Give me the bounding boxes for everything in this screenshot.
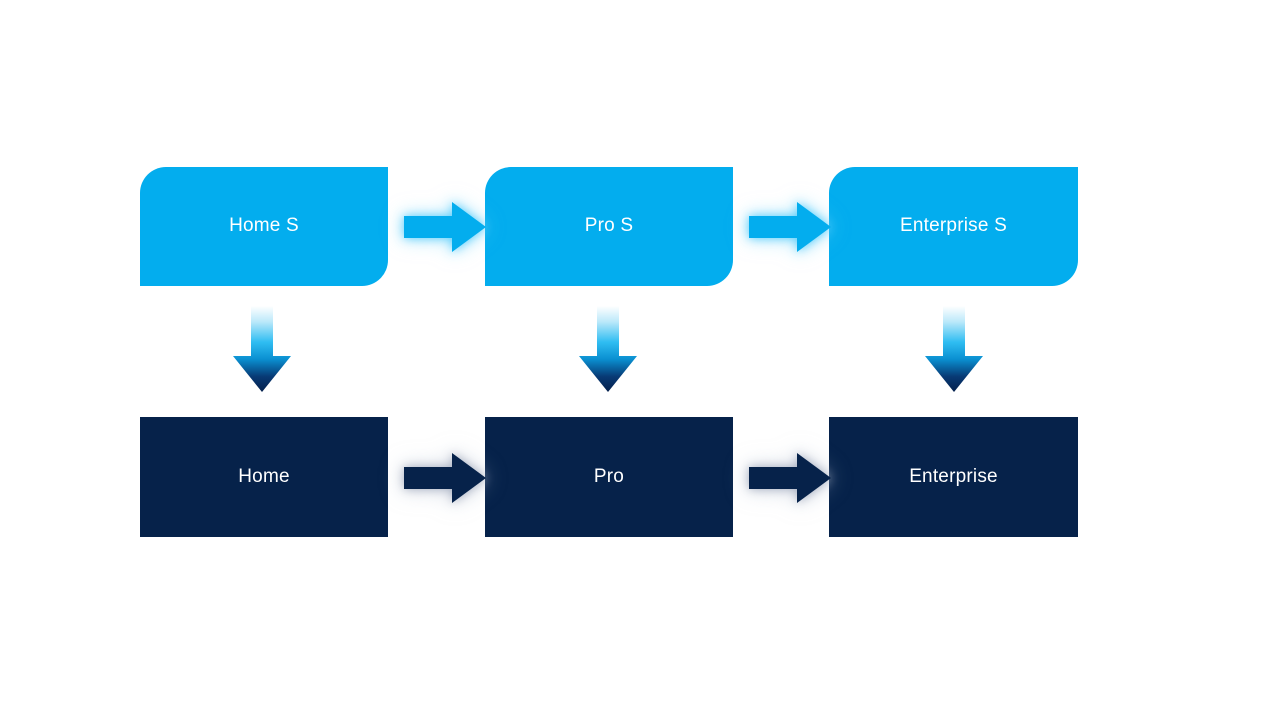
product-node-enterprise-label: Enterprise [909,465,998,487]
service-node-pro-s[interactable]: Pro S [485,167,733,286]
arrow-right-icon-service-2 [749,202,831,252]
product-node-enterprise[interactable]: Enterprise [829,417,1078,537]
service-node-pro-s-label: Pro S [584,215,634,237]
product-node-pro-label: Pro [593,465,625,487]
arrow-down-icon-home [229,306,295,392]
product-node-pro[interactable]: Pro [485,417,733,537]
arrow-down-icon-pro [575,306,641,392]
service-node-home-s[interactable]: Home S [140,167,388,286]
arrow-right-icon-service-1 [404,202,486,252]
product-node-home-label: Home [238,465,290,487]
arrow-down-icon-enterprise [921,306,987,392]
service-node-home-s-label: Home S [229,215,299,237]
arrow-right-icon-product-1 [404,453,486,503]
service-node-enterprise-s[interactable]: Enterprise S [829,167,1078,286]
product-node-home[interactable]: Home [140,417,388,537]
service-node-enterprise-s-label: Enterprise S [900,215,1007,237]
arrow-right-icon-product-2 [749,453,831,503]
